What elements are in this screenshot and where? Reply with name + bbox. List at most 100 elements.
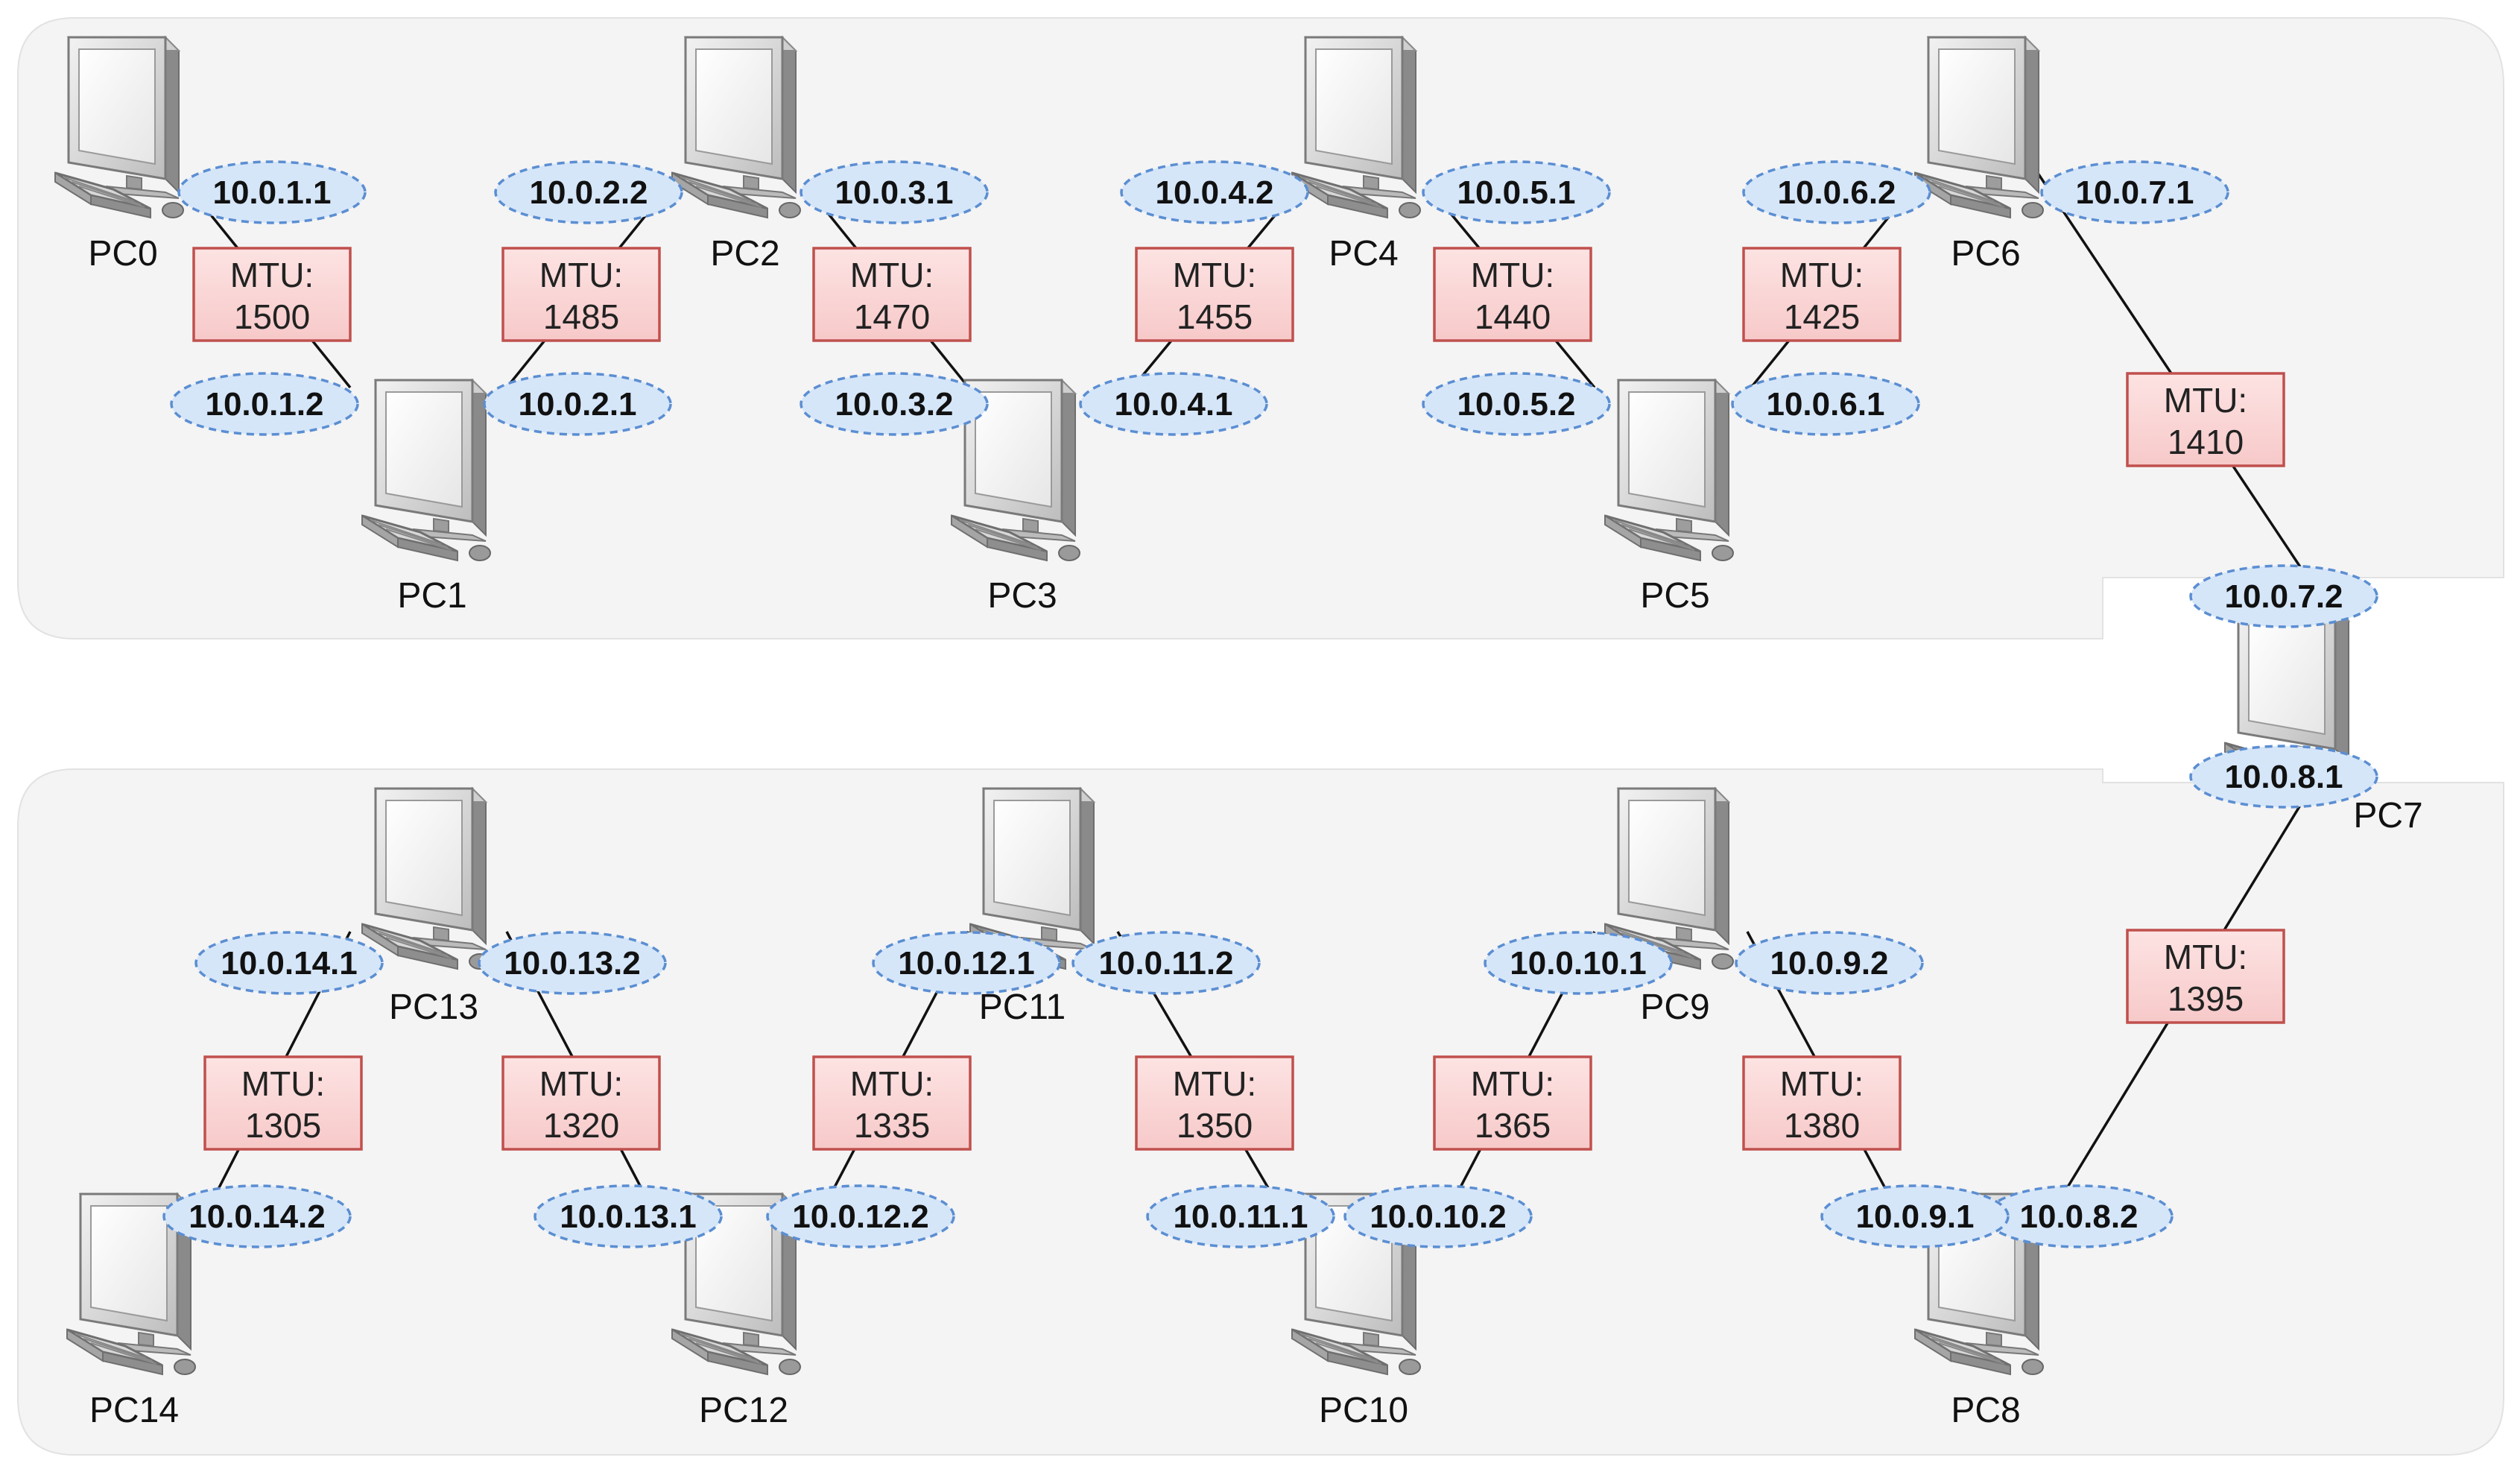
mtu-box-rect [2126,929,2285,1024]
mtu-box: MTU:1485 [501,247,661,342]
ip-address-label: 10.0.4.1 [1114,386,1232,423]
mtu-box: MTU:1305 [203,1055,363,1151]
mtu-caption: MTU: [1173,1064,1256,1103]
pc-label: PC7 [2353,796,2422,835]
ip-address-label: 10.0.10.1 [1510,945,1647,982]
ip-address-bubble: 10.0.10.2 [1343,1184,1533,1248]
ip-address-label: 10.0.5.1 [1457,174,1575,211]
ip-ellipse [483,372,672,436]
ip-address-bubble: 10.0.7.1 [2040,160,2229,224]
ip-address-bubble: 10.0.5.2 [1422,372,1611,436]
mtu-box-rect [812,1055,972,1151]
mtu-box: MTU:1395 [2126,929,2285,1024]
ip-ellipse [1484,931,1673,995]
ip-address-bubble: 10.0.6.2 [1742,160,1931,224]
ip-address-bubble: 10.0.2.1 [483,372,672,436]
mtu-caption: MTU: [539,1064,623,1103]
pc-label: PC14 [89,1391,179,1430]
mtu-value: 1365 [1475,1106,1551,1145]
pc-label: PC5 [1640,576,1709,616]
pc-node[interactable]: PC0 [54,36,185,274]
pc-node[interactable]: PC6 [1913,36,2045,274]
ip-address-label: 10.0.8.2 [2019,1198,2138,1235]
pc-node[interactable]: PC3 [950,379,1081,616]
ip-address-label: 10.0.2.2 [529,174,648,211]
mtu-caption: MTU: [850,256,934,294]
ip-address-bubble: 10.0.6.1 [1731,372,1920,436]
ip-ellipse [162,1184,352,1248]
mtu-box: MTU:1425 [1742,247,1902,342]
ip-ellipse [1343,1184,1533,1248]
mtu-caption: MTU: [230,256,314,294]
mtu-box-rect [192,247,352,342]
ip-ellipse [1079,372,1268,436]
mtu-layer: MTU:1500MTU:1485MTU:1470MTU:1455MTU:1440… [192,247,2285,1151]
mtu-caption: MTU: [1780,1064,1864,1103]
ip-ellipse [1742,160,1931,224]
pc-label: PC9 [1640,988,1709,1027]
mtu-box-rect [203,1055,363,1151]
ip-ellipse [478,931,667,995]
mtu-caption: MTU: [1471,256,1554,294]
ip-address-bubble: 10.0.8.2 [1984,1184,2174,1248]
ip-address-bubble: 10.0.11.2 [1071,931,1261,995]
mtu-box-rect [2126,372,2285,467]
ip-ellipse [766,1184,955,1248]
ip-address-label: 10.0.13.2 [504,945,641,982]
ip-address-bubble: 10.0.3.1 [800,160,989,224]
mtu-value: 1425 [1784,297,1860,336]
ip-ellipse [194,931,384,995]
mtu-box: MTU:1470 [812,247,972,342]
mtu-caption: MTU: [850,1064,934,1103]
pc-label: PC4 [1329,234,1398,274]
ip-address-label: 10.0.10.2 [1370,1198,1507,1235]
pc-node[interactable]: PC5 [1604,379,1735,616]
ip-ellipse [1422,160,1611,224]
ip-ellipse [800,160,989,224]
ip-ellipse [1422,372,1611,436]
pc-node[interactable]: PC11 [969,787,1100,1027]
ip-address-bubble: 10.0.14.2 [162,1184,352,1248]
pc-node[interactable]: PC7 [2223,606,2423,835]
ip-address-bubble: 10.0.13.2 [478,931,667,995]
pc-node[interactable]: PC2 [671,36,802,274]
pc-node[interactable]: PC13 [361,787,492,1027]
pc-node[interactable]: PC8 [1913,1192,2045,1430]
pc-node[interactable]: PC1 [361,379,492,616]
mtu-box-rect [1742,1055,1902,1151]
ip-address-bubble: 10.0.8.1 [2189,745,2378,809]
mtu-value: 1455 [1177,297,1253,336]
ip-ellipse [1820,1184,2010,1248]
ip-address-bubble: 10.0.9.2 [1735,931,1924,995]
pc-label: PC11 [979,988,1066,1027]
mtu-caption: MTU: [1173,256,1256,294]
pc-node[interactable]: PC12 [671,1192,802,1430]
ip-address-label: 10.0.9.1 [1855,1198,1974,1235]
ip-address-bubble: 10.0.10.1 [1484,931,1673,995]
pc-node[interactable]: PC14 [66,1192,197,1430]
pc-node[interactable]: PC10 [1291,1192,1422,1430]
mtu-value: 1350 [1177,1106,1253,1145]
ip-ellipse [494,160,683,224]
ip-ellipse [2189,745,2378,809]
ip-address-label: 10.0.1.1 [212,174,331,211]
mtu-caption: MTU: [241,1064,325,1103]
ip-address-bubble: 10.0.3.2 [800,372,989,436]
mtu-box: MTU:1365 [1433,1055,1592,1151]
mtu-box: MTU:1440 [1433,247,1592,342]
ip-address-label: 10.0.11.2 [1098,945,1233,982]
ip-ellipse [177,160,367,224]
ip-address-bubble: 10.0.11.1 [1146,1184,1335,1248]
pc-label: PC13 [389,988,478,1027]
mtu-value: 1335 [854,1106,930,1145]
ip-address-label: 10.0.9.2 [1770,945,1888,982]
ip-address-bubble: 10.0.13.1 [534,1184,723,1248]
mtu-box: MTU:1335 [812,1055,972,1151]
ip-address-bubble: 10.0.12.1 [872,931,1061,995]
ip-address-label: 10.0.5.2 [1457,386,1575,423]
pc-node[interactable]: PC9 [1604,787,1735,1027]
pc-node[interactable]: PC4 [1291,36,1422,274]
ip-address-label: 10.0.7.2 [2224,578,2343,615]
